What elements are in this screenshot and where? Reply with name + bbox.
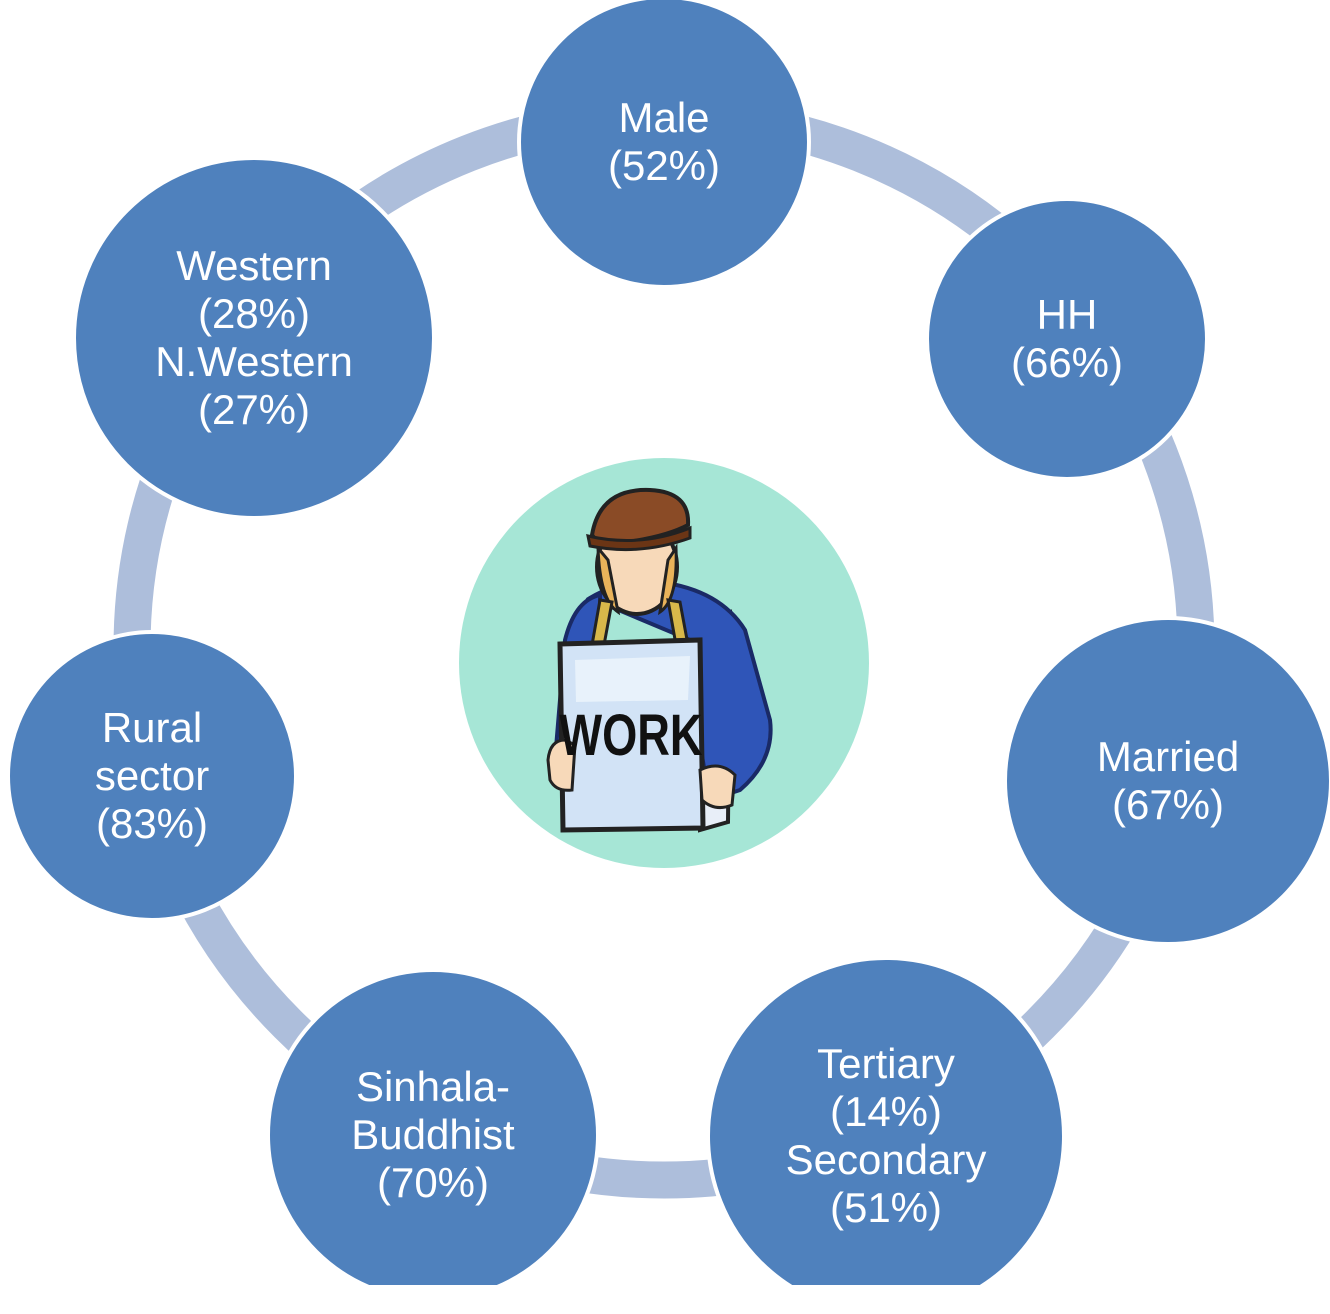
node-label-line: (83%) (95, 800, 209, 847)
node-circle-sector (706, 956, 1066, 1285)
node-label-line: (52%) (607, 142, 721, 189)
node-label-line: (51%) (829, 1184, 943, 1231)
node-label-line: (67%) (1111, 781, 1225, 828)
node-label-line: Rural (101, 704, 203, 751)
node-label-male: Male(52%) (519, 0, 809, 287)
node-label-hh: HH(66%) (927, 199, 1207, 479)
node-label-line: Buddhist (351, 1111, 515, 1158)
node-label-line: Secondary (785, 1136, 987, 1183)
node-label-line: (66%) (1010, 339, 1124, 386)
node-label-married: Married(67%) (1005, 618, 1330, 944)
node-circle-rural (6, 630, 298, 922)
node-label-line: Married (1096, 733, 1240, 780)
node-label-line: (28%) (197, 290, 311, 337)
node-label-line: (27%) (197, 386, 311, 433)
node-label-line: Sinhala- (355, 1063, 511, 1110)
node-label-line: sector (94, 752, 210, 799)
node-circle-province (72, 156, 436, 520)
node-circles (6, 0, 1330, 1285)
node-label-line: Western (176, 242, 332, 289)
node-label-sector: Tertiary(14%)Secondary(51%) (708, 958, 1064, 1314)
node-label-line: Tertiary (817, 1040, 955, 1087)
node-circle-religion (266, 968, 600, 1285)
node-circle-married (1003, 616, 1330, 946)
diagram-canvas: WORK (6, 0, 1330, 1285)
node-label-line: (70%) (376, 1159, 490, 1206)
node-circle-hh (925, 197, 1209, 481)
node-label-line: N.Western (155, 338, 353, 385)
cycle-diagram: WORK Male(52%) HH(66%) Married(67%) Tertiar… (6, 0, 1330, 1285)
node-label-line: Male (618, 94, 710, 141)
man-holding-work-sign-icon: WORK (546, 487, 773, 833)
node-label-line: HH (1036, 291, 1098, 338)
work-sign-label: WORK (559, 704, 703, 769)
node-label-province: Western(28%)N.Western(27%) (74, 158, 434, 518)
node-circle-male (517, 0, 811, 289)
node-label-religion: Sinhala-Buddhist(70%) (268, 970, 598, 1300)
node-label-line: (14%) (829, 1088, 943, 1135)
